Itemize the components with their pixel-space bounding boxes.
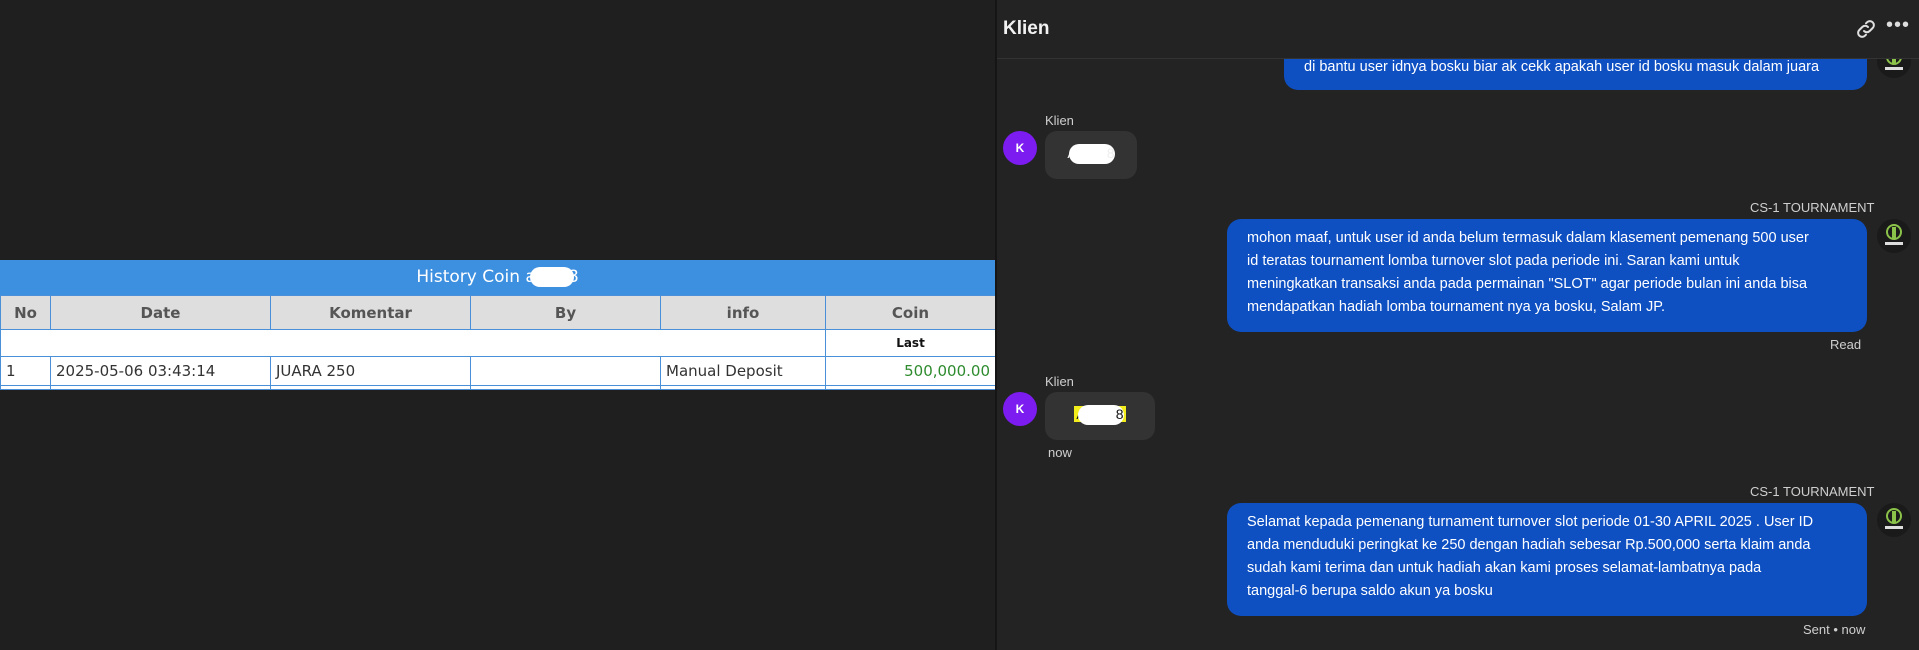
more-icon[interactable]: ••• — [1886, 14, 1911, 36]
bot-avatar-icon — [1877, 503, 1911, 537]
table-header-row: No Date Komentar By info Coin — [0, 295, 996, 330]
column-header-info[interactable]: info — [660, 295, 826, 330]
chat-title: Klien — [1003, 18, 1050, 39]
message-sender: Klien — [1045, 113, 1074, 128]
column-header-date[interactable]: Date — [50, 295, 271, 330]
avatar[interactable]: K — [1003, 131, 1037, 165]
message-sender: CS-1 TOURNAMENT — [1750, 484, 1875, 499]
cell-date: 2025-05-06 03:43:14 — [50, 356, 271, 386]
message-sender: CS-1 TOURNAMENT — [1750, 200, 1875, 215]
panel-divider — [995, 0, 997, 650]
message-time: now — [1048, 445, 1072, 460]
cell-komentar: JUARA 250 — [270, 356, 471, 386]
message-bubble-incoming: A8 — [1045, 392, 1155, 440]
table-row: 1 2025-05-06 03:43:14 JUARA 250 Manual D… — [0, 356, 996, 386]
avatar[interactable]: K — [1003, 392, 1037, 426]
chat-header: Klien ••• — [997, 0, 1919, 59]
column-header-by[interactable]: By — [470, 295, 661, 330]
redaction-mask — [1077, 405, 1124, 426]
cell-no: 1 — [0, 356, 51, 386]
table-subheader-row: Last — [0, 329, 996, 357]
read-status: Read — [1830, 337, 1862, 352]
cell-by — [470, 356, 661, 386]
history-table: No Date Komentar By info Coin Last 1 202… — [0, 295, 996, 390]
subheader-spacer — [0, 329, 826, 357]
column-header-no[interactable]: No — [0, 295, 51, 330]
message-bubble-outgoing: mohon maaf, untuk user id anda belum ter… — [1227, 219, 1867, 332]
sent-status: Sent • now — [1803, 622, 1866, 637]
redaction-mask — [529, 267, 574, 287]
message-bubble-outgoing: Selamat kepada pemenang turnament turnov… — [1227, 503, 1867, 616]
column-header-coin[interactable]: Coin — [825, 295, 996, 330]
highlighted-text: A8 — [1074, 405, 1126, 426]
link-icon[interactable] — [1854, 17, 1878, 41]
table-row-partial — [0, 385, 996, 390]
cell-coin: 500,000.00 — [825, 356, 996, 386]
chat-panel: Klien ••• di bantu user idnya bosku biar… — [997, 0, 1919, 650]
subheader-last: Last — [825, 329, 996, 357]
column-header-komentar[interactable]: Komentar — [270, 295, 471, 330]
redaction-mask — [1068, 144, 1115, 165]
message-bubble-incoming: A8 — [1045, 131, 1137, 179]
bot-avatar-icon — [1877, 219, 1911, 253]
cell-info: Manual Deposit — [660, 356, 826, 386]
message-sender: Klien — [1045, 374, 1074, 389]
